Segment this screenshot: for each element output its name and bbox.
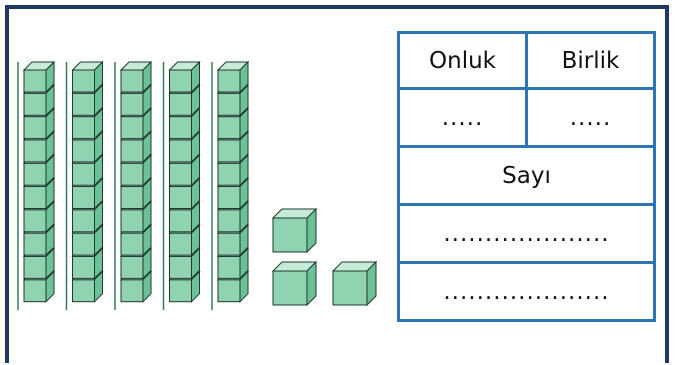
unit-cube bbox=[271, 260, 318, 307]
tens-rods bbox=[17, 60, 250, 310]
rod-cube bbox=[216, 60, 250, 94]
place-value-table: Onluk Birlik ..... ..... Sayı ..........… bbox=[397, 31, 656, 322]
number-label: Sayı bbox=[397, 145, 656, 206]
rod-cube bbox=[71, 60, 104, 94]
rod-cube bbox=[168, 60, 201, 94]
rod-cube bbox=[22, 84, 56, 117]
tens-rod bbox=[211, 60, 250, 310]
tens-digit-blank[interactable]: ..... bbox=[397, 87, 528, 148]
answer-blank-2[interactable]: .................... bbox=[397, 261, 656, 322]
ones-units bbox=[271, 207, 378, 307]
tens-rod bbox=[114, 60, 153, 310]
unit-cube bbox=[331, 260, 378, 307]
header-ones: Birlik bbox=[525, 31, 656, 90]
unit-cube bbox=[271, 207, 318, 254]
answer-blank-1[interactable]: .................... bbox=[397, 203, 656, 264]
tens-rod bbox=[65, 60, 104, 310]
rod-cube bbox=[22, 60, 56, 94]
header-tens: Onluk bbox=[397, 31, 528, 90]
ones-digit-blank[interactable]: ..... bbox=[525, 87, 656, 148]
rod-cube bbox=[119, 60, 153, 94]
rod-cube bbox=[216, 223, 250, 257]
tens-rod bbox=[17, 60, 56, 310]
tens-rod bbox=[162, 60, 201, 310]
